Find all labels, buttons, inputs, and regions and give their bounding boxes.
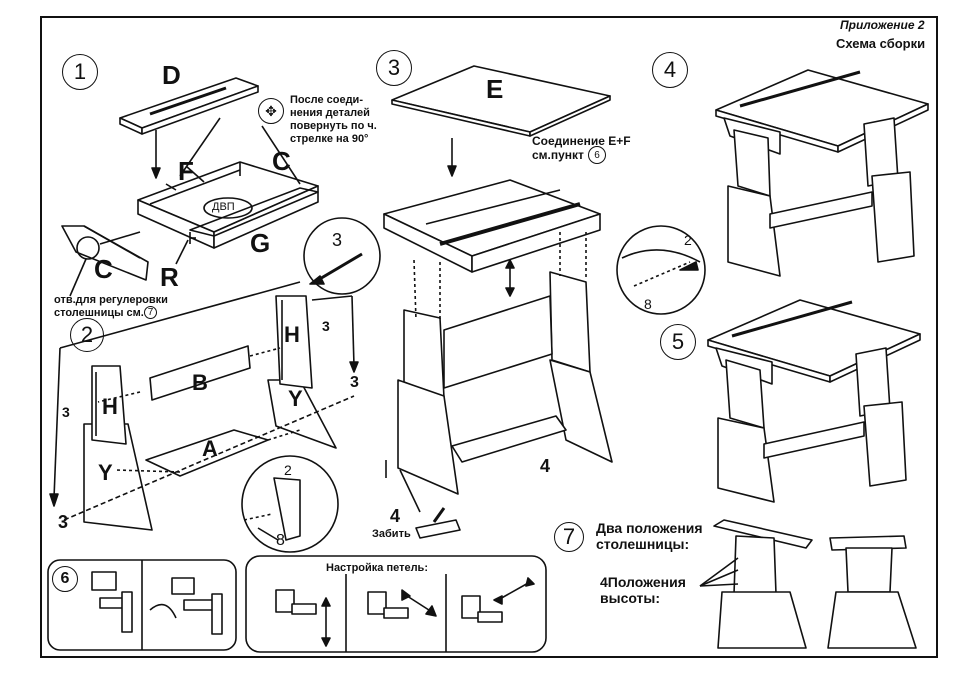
appendix-label: Приложение 2	[840, 18, 925, 32]
drawer-assembly	[383, 179, 601, 273]
rotate-note: После соеди- нения деталей повернуть по …	[290, 94, 377, 145]
part-label-R: R	[160, 262, 179, 292]
adjust-hole-circle	[76, 236, 100, 260]
step-6-badge: 6	[52, 566, 78, 592]
callout-3-screw: 3	[332, 230, 343, 250]
connection-ref-badge: 6	[588, 146, 606, 164]
callout-8-hinge-right: 8	[644, 296, 652, 312]
callout-3-right: 3	[322, 318, 330, 334]
desk-step5	[707, 299, 921, 503]
arrow-C-to-frame	[99, 231, 141, 245]
step-4-badge: 4	[652, 52, 688, 88]
desk-step4	[715, 69, 929, 277]
side-position-left	[713, 519, 813, 649]
part-label-H-right: H	[284, 322, 300, 347]
step-1-badge: 1	[62, 54, 98, 90]
part-label-H-left: H	[102, 394, 118, 419]
hinge-setup-title: Настройка петель:	[326, 562, 428, 574]
step-3-badge: 3	[376, 50, 412, 86]
part-label-C: C	[272, 146, 291, 176]
hammer	[415, 519, 461, 539]
part-label-E: E	[486, 74, 504, 104]
part-label-B: B	[192, 370, 208, 395]
leader-adjust	[69, 258, 87, 297]
callout-3-left: 3	[62, 404, 70, 420]
hinge-sketch-6b	[149, 577, 223, 635]
hinge-sketch-h1	[275, 589, 331, 647]
side-Y-right	[267, 295, 337, 449]
step-7-badge: 7	[554, 522, 584, 552]
adjust-holes-note: отв.для регулеровки столешницы см.	[54, 294, 168, 319]
step-2-badge: 2	[70, 318, 104, 352]
diagram-frame	[40, 16, 938, 658]
hinge-sketch-6a	[91, 571, 133, 633]
part-D-panel	[119, 77, 259, 135]
rotate-icon: ✥	[258, 98, 284, 124]
part-label-A: A	[202, 436, 218, 461]
part-C-side-rail	[61, 225, 149, 281]
callout-2-hinge-right: 2	[684, 232, 692, 248]
hammer-label: Забить	[372, 528, 411, 540]
part-frame-F-C-G	[137, 161, 319, 249]
step-5-badge: 5	[660, 324, 696, 360]
panel-B	[149, 345, 251, 401]
callout-3-bottom: 3	[58, 512, 69, 532]
part-label-Y-right: Y	[288, 386, 303, 411]
height-positions-note: 4Положения высоты:	[600, 574, 686, 606]
hinge-sketch-h2	[367, 589, 437, 619]
callout-4-feet: 4	[540, 456, 551, 476]
part-label-G: G	[250, 228, 271, 258]
panel-hinge-setup	[245, 555, 547, 653]
callout-4-hammer: 4	[390, 506, 401, 526]
top-positions-note: Два положения столешницы:	[596, 520, 703, 552]
callout-8-hinge-left: 8	[276, 532, 285, 549]
hinge-step3-circle	[616, 225, 706, 315]
dvp-label: ДВП	[212, 201, 235, 213]
dvp-oval	[203, 197, 253, 219]
connection-note: Соединение E+F см.пункт	[532, 134, 631, 162]
part-label-F: F	[178, 156, 194, 186]
leader-rotate-2	[261, 125, 301, 185]
callout-3-far: 3	[350, 374, 359, 391]
adjust-ref-badge: 7	[144, 306, 157, 319]
part-label-Y-left: Y	[98, 460, 113, 485]
part-label-D: D	[162, 60, 181, 90]
part-E-tabletop	[391, 65, 611, 137]
desk-base-step3	[397, 271, 613, 495]
screw-detail-circle	[303, 217, 381, 295]
part-label-C-rail: C	[94, 254, 113, 284]
hinge-sketch-h3	[461, 577, 535, 623]
side-position-right	[827, 535, 917, 649]
side-Y-left	[83, 365, 153, 531]
callout-2-hinge-left: 2	[284, 462, 292, 478]
page-title: Схема сборки	[836, 36, 926, 51]
